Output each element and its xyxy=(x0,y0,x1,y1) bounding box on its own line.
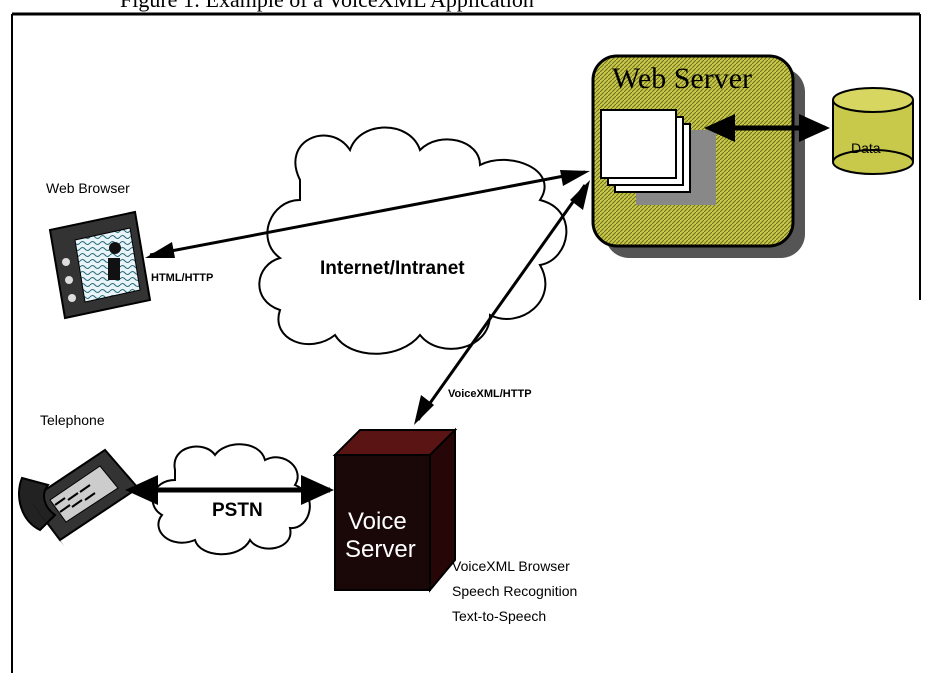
html-http-connector xyxy=(149,170,586,257)
document-icon xyxy=(600,109,677,179)
voice-server-feature: VoiceXML Browser xyxy=(452,558,570,574)
voice-server-label-line1: Voice xyxy=(348,508,407,535)
internet-cloud xyxy=(258,126,568,355)
figure-caption: Figure 1: Example of a VoiceXML Applicat… xyxy=(120,0,534,13)
internet-cloud-label: Internet/Intranet xyxy=(320,258,465,279)
telephone-icon xyxy=(18,448,140,546)
database-cylinder-icon xyxy=(832,87,914,175)
arrowhead xyxy=(570,180,590,210)
telephone-label: Telephone xyxy=(40,412,105,428)
web-browser-label: Web Browser xyxy=(46,180,130,196)
arrowhead xyxy=(145,242,175,258)
voice-server-feature: Text-to-Speech xyxy=(452,608,547,624)
voice-server-feature: Speech Recognition xyxy=(452,583,578,599)
voice-server-cube xyxy=(332,427,458,593)
html-http-label: HTML/HTTP xyxy=(151,272,214,284)
arrowhead xyxy=(560,170,590,186)
pstn-cloud-label: PSTN xyxy=(212,500,263,521)
voice-server-label-line2: Server xyxy=(345,536,416,563)
arrowhead xyxy=(301,475,334,505)
data-label: Data xyxy=(851,140,881,156)
arrowhead xyxy=(125,475,158,505)
web-browser-device-icon xyxy=(48,210,152,320)
pstn-cloud xyxy=(151,443,311,556)
arrowhead xyxy=(414,395,434,425)
arrowhead xyxy=(704,114,735,142)
voicexml-http-connector xyxy=(416,184,587,421)
web-server-label: Web Server xyxy=(612,62,753,95)
voicexml-http-label: VoiceXML/HTTP xyxy=(448,388,532,400)
arrowhead xyxy=(799,114,830,142)
